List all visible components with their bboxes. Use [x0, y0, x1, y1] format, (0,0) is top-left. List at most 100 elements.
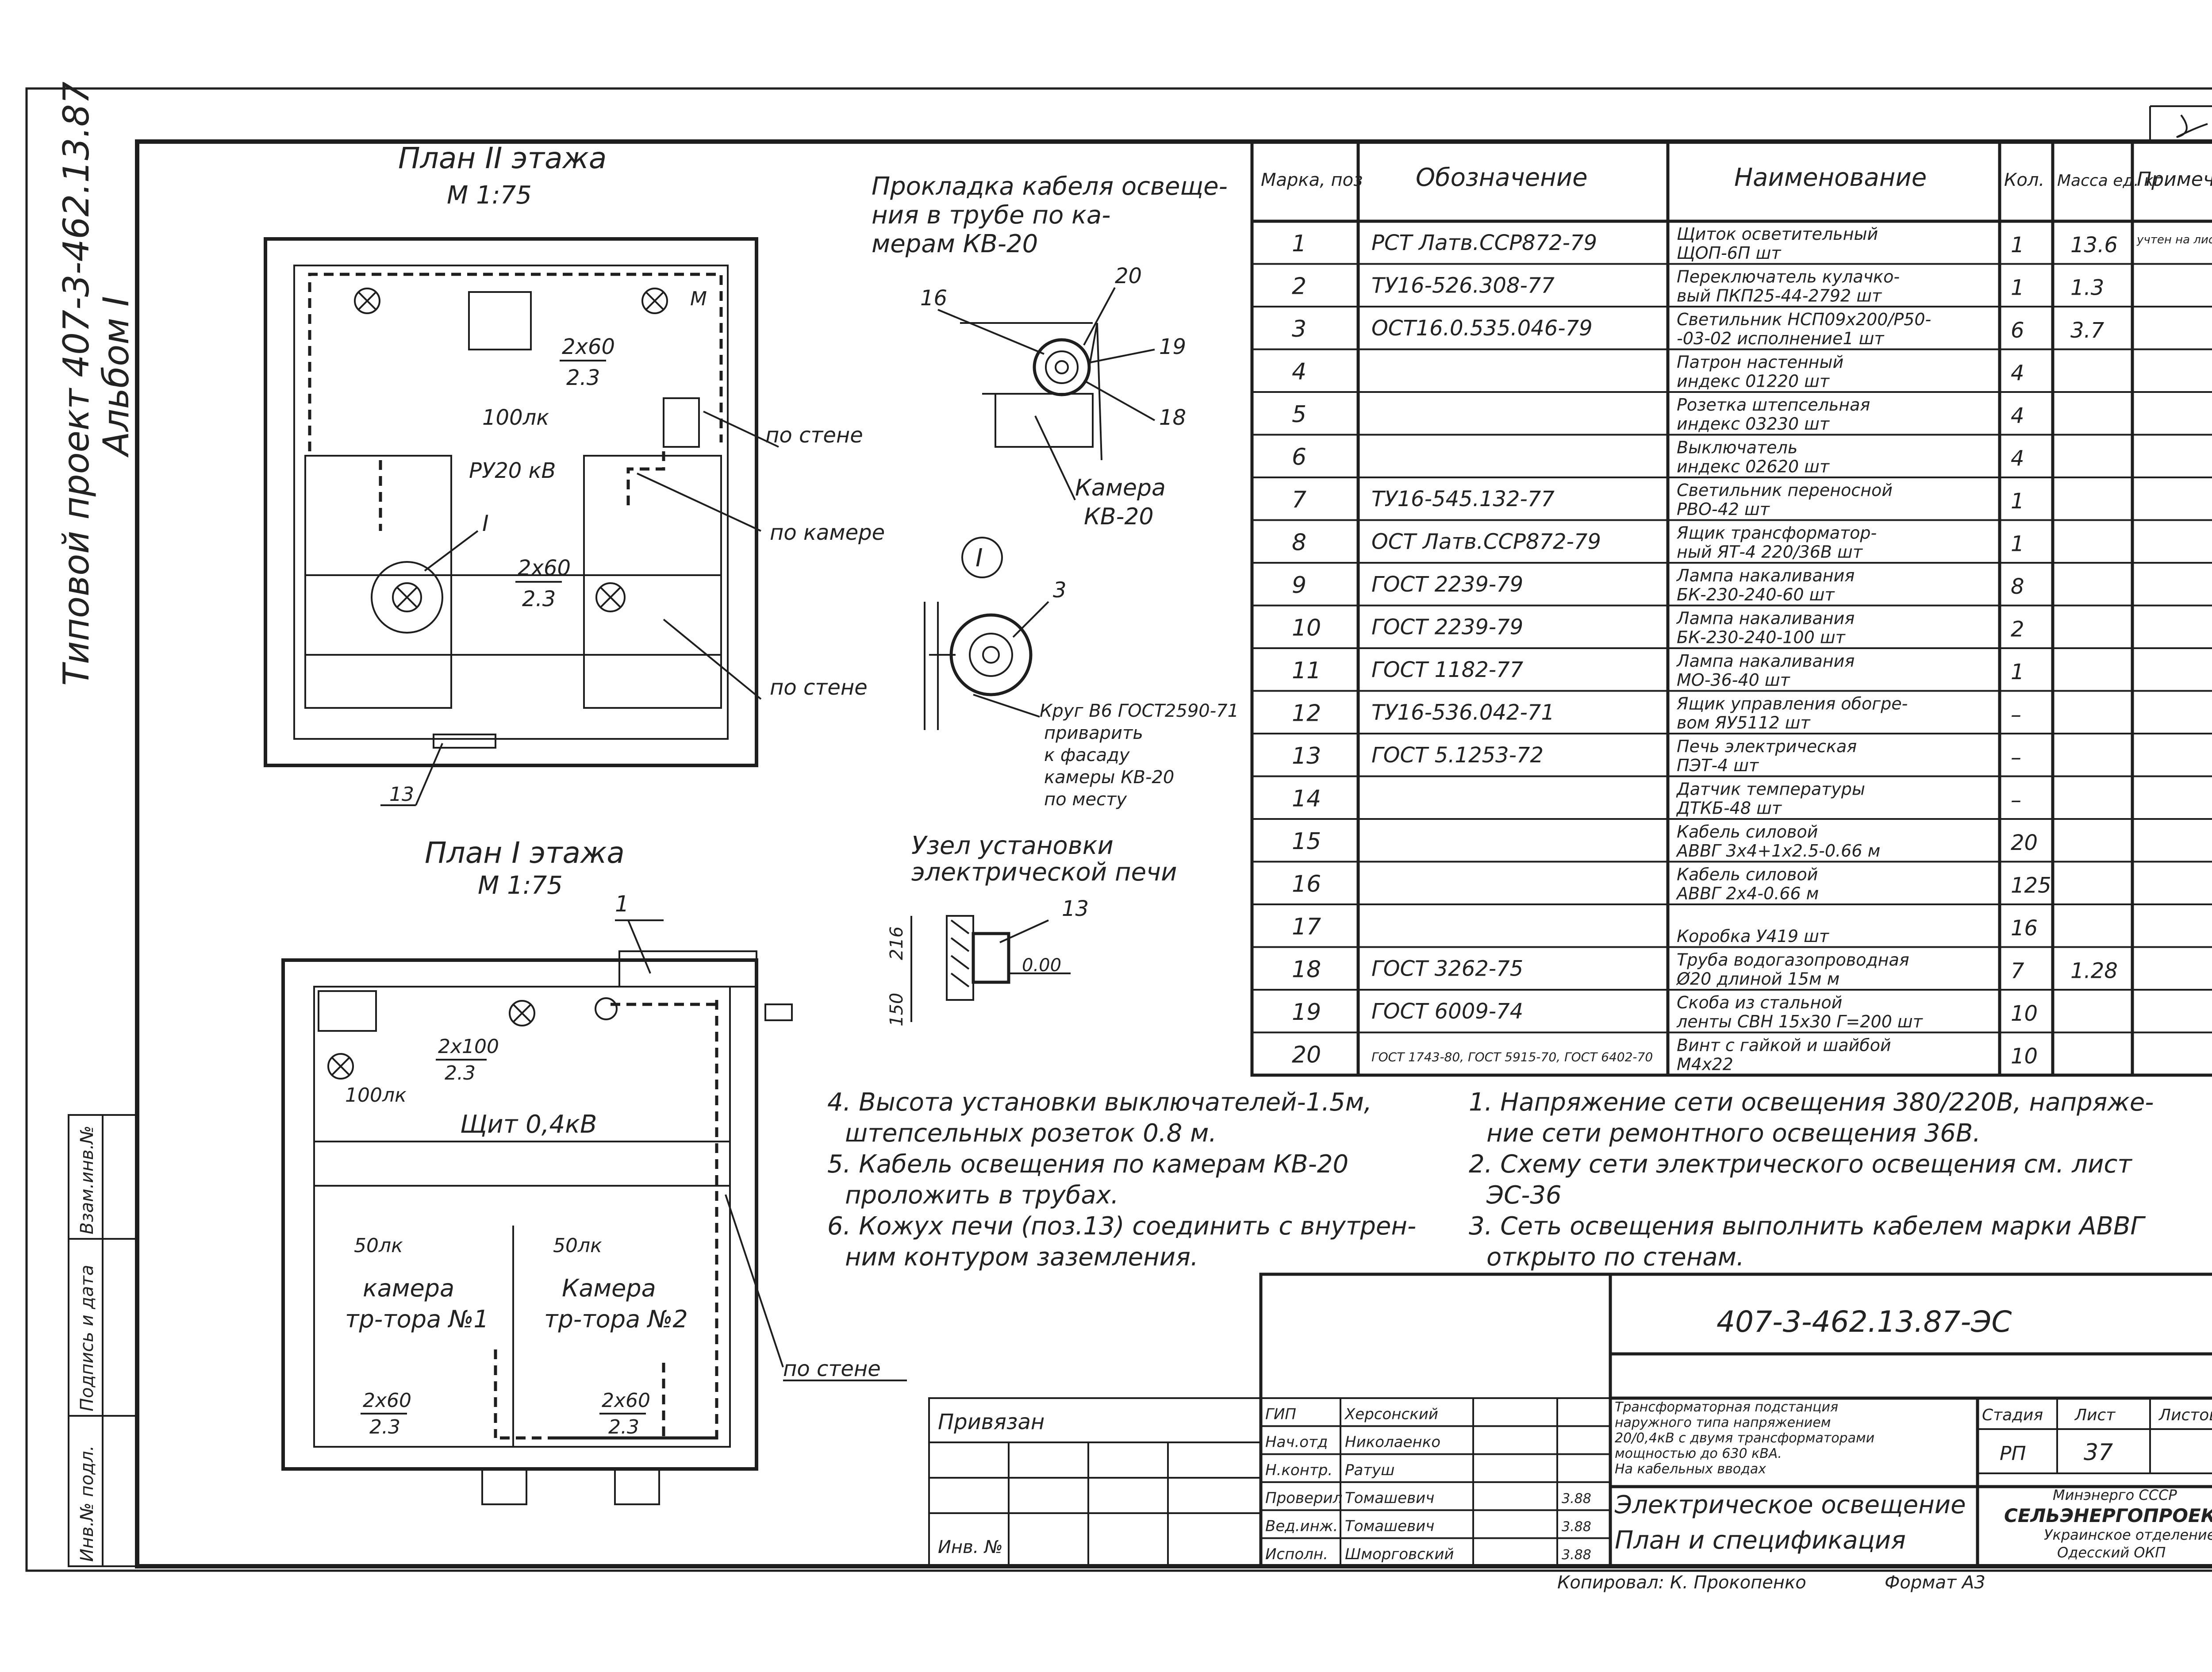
plan2-switchgear-box [468, 291, 532, 350]
spec-row-name-1: Розетка штепсельная [1677, 395, 1870, 415]
tb-name: Николаенко [1345, 1434, 1440, 1451]
plan2-panel-box [663, 397, 700, 448]
spec-row-mass: 3.7 [2070, 318, 2104, 343]
spec-row-name-1: Выключатель [1677, 438, 1797, 457]
spec-row-qty: 10 [2011, 1044, 2038, 1069]
approval-stamp [2149, 105, 2212, 142]
spec-row-name-2: БК-230-240-100 шт [1677, 628, 1846, 647]
spec-row-name-2: Коробка У419 шт [1677, 926, 1830, 946]
tb-sheet-h: Лист [2074, 1406, 2116, 1424]
plan2-scale: М 1:75 [447, 181, 532, 210]
spec-row-name-2: вый ПКП25-44-2792 шт [1677, 286, 1882, 306]
plan1-scale: М 1:75 [478, 871, 563, 900]
heater-dim1: 216 [887, 926, 907, 960]
spec-header-note: Примеч. [2137, 168, 2212, 191]
spec-row-designation: ГОСТ 1743-80, ГОСТ 5915-70, ГОСТ 6402-70 [1371, 1050, 1653, 1065]
spec-row-designation: ОСТ Латв.ССР872-79 [1371, 530, 1601, 554]
spec-row-name-2: индекс 02620 шт [1677, 457, 1830, 477]
tb-code: 407-3-462.13.87-ЭС [1717, 1305, 2012, 1339]
node-label: I [975, 544, 983, 573]
note-right-1b: ние сети ремонтного освещения 36В. [1486, 1119, 1981, 1148]
strip-cell-2: Подпись и дата [77, 1265, 97, 1411]
plan1-outer-wall [281, 958, 758, 1471]
node-p3: 3 [1053, 578, 1067, 603]
tb-sheet-title-2: План и спецификация [1615, 1526, 1906, 1555]
tb-name: Ратуш [1345, 1461, 1394, 1479]
spec-row-name-1: Светильник НСП09х200/Р50- [1677, 310, 1931, 329]
spec-row-pos: 6 [1292, 444, 1306, 471]
spec-row-name-1: Патрон настенный [1677, 353, 1843, 372]
spec-row-pos: 20 [1292, 1042, 1321, 1069]
spec-header-pos: Марка, поз [1261, 170, 1363, 190]
spec-row-qty: 4 [2011, 361, 2024, 386]
spec-row-pos: 1 [1292, 231, 1306, 257]
tb-sheets-h: Листов [2158, 1406, 2212, 1424]
spec-row-qty: 8 [2011, 574, 2024, 599]
tb-stage: РП [2000, 1442, 2026, 1465]
plan2-pos13: 13 [389, 783, 414, 806]
spec-row-designation: ГОСТ 2239-79 [1371, 572, 1523, 597]
tb-org-3: Украинское отделение [2044, 1526, 2212, 1543]
tb-object-3: 20/0,4кВ с двумя трансформаторами [1615, 1430, 1874, 1446]
spec-row-pos: 10 [1292, 615, 1321, 642]
spec-row-name-2: -03-02 исполнение1 шт [1677, 329, 1885, 348]
side-project-title: Типовой проект 407-3-462.13.87 Альбом I [56, 81, 137, 686]
tb-role: ГИП [1265, 1405, 1296, 1423]
node-fixture-icon [949, 613, 1033, 696]
plan2-callout-chamber: по камере [770, 520, 885, 545]
spec-row-name-2: Ø20 длиной 15м м [1676, 969, 1839, 989]
spec-row-mass: 1.28 [2070, 959, 2118, 984]
plan1-lamp-2: 2.3 [445, 1062, 476, 1084]
spec-row-designation: ТУ16-536.042-71 [1371, 700, 1555, 725]
spec-row-qty: 1 [2011, 660, 2024, 684]
plan2-inner-wall [293, 265, 729, 740]
tb-role: Н.контр. [1265, 1461, 1333, 1479]
note-right-3: 3. Сеть освещения выполнить кабелем марк… [1469, 1212, 2146, 1241]
tb-name: Херсонский [1344, 1405, 1438, 1423]
spec-row-qty: 1 [2011, 233, 2024, 258]
cable-chamber-1: Камера [1075, 475, 1166, 501]
note-left-2: 5. Кабель освещения по камерам КВ-20 [827, 1150, 1348, 1179]
spec-row-pos: 3 [1292, 316, 1306, 342]
tb-object-4: мощностью до 630 кВА. [1615, 1446, 1782, 1461]
spec-row-qty: 20 [2011, 830, 2038, 855]
spec-row-mass: 1.3 [2070, 276, 2104, 300]
plan1-lux: 100лк [345, 1084, 407, 1107]
specification-table: Марка, поз Обозначение Наименование Кол.… [1250, 140, 2212, 1077]
cable-title-2: ния в трубе по ка- [872, 201, 1110, 230]
plan2-lux: 100лк [482, 405, 549, 430]
spec-row-pos: 9 [1292, 572, 1306, 599]
spec-row-note: учтен на листе ЭС-25 [2136, 233, 2212, 246]
spec-row-name-1: Светильник переносной [1677, 480, 1893, 500]
heater-p13: 13 [1062, 896, 1089, 921]
spec-row-qty: 125 [2011, 873, 2051, 898]
spec-row-name-2: ленты СВН 15х30 Г=200 шт [1676, 1012, 1924, 1031]
plan1-entry-block [618, 950, 757, 988]
plan2-right-chamber [583, 455, 722, 709]
plan-floor-1: План I этажа М 1:75 1 2x100 2.3 100лк Щи… [281, 836, 907, 1505]
plan1-right-name-2: тр-тора №2 [544, 1305, 688, 1333]
plan2-callout-wall2: по стене [770, 675, 868, 700]
tb-role: Исполн. [1265, 1545, 1328, 1563]
spec-row-name-1: Печь электрическая [1677, 737, 1857, 756]
plan1-inner-wall [313, 986, 731, 1448]
spec-row-designation: ГОСТ 2239-79 [1371, 615, 1523, 640]
spec-row-pos: 17 [1292, 914, 1321, 940]
spec-row-name-1: Датчик температуры [1676, 780, 1865, 799]
spec-header-designation: Обозначение [1416, 163, 1588, 192]
cable-p18: 18 [1159, 405, 1186, 430]
spec-header-mass: Масса ед. кг [2057, 172, 2162, 190]
spec-row-name-2: ПЭТ-4 шт [1677, 756, 1759, 775]
cable-title-3: мерам КВ-20 [872, 230, 1038, 258]
node-note-3: к фасаду [1044, 745, 1130, 765]
plan2-title: План II этажа [398, 141, 607, 175]
node-note-2: приварить [1044, 723, 1143, 743]
spec-row-pos: 16 [1292, 871, 1321, 898]
tb-stage-h: Стадия [1982, 1406, 2043, 1424]
spec-row-pos: 8 [1292, 530, 1306, 556]
spec-header-qty: Кол. [2004, 170, 2044, 190]
detail-node-I: I 3 Круг В6 ГОСТ2590-71 приварить к фаса… [924, 537, 1239, 810]
spec-row-name-2: вом ЯУ5112 шт [1677, 713, 1811, 733]
